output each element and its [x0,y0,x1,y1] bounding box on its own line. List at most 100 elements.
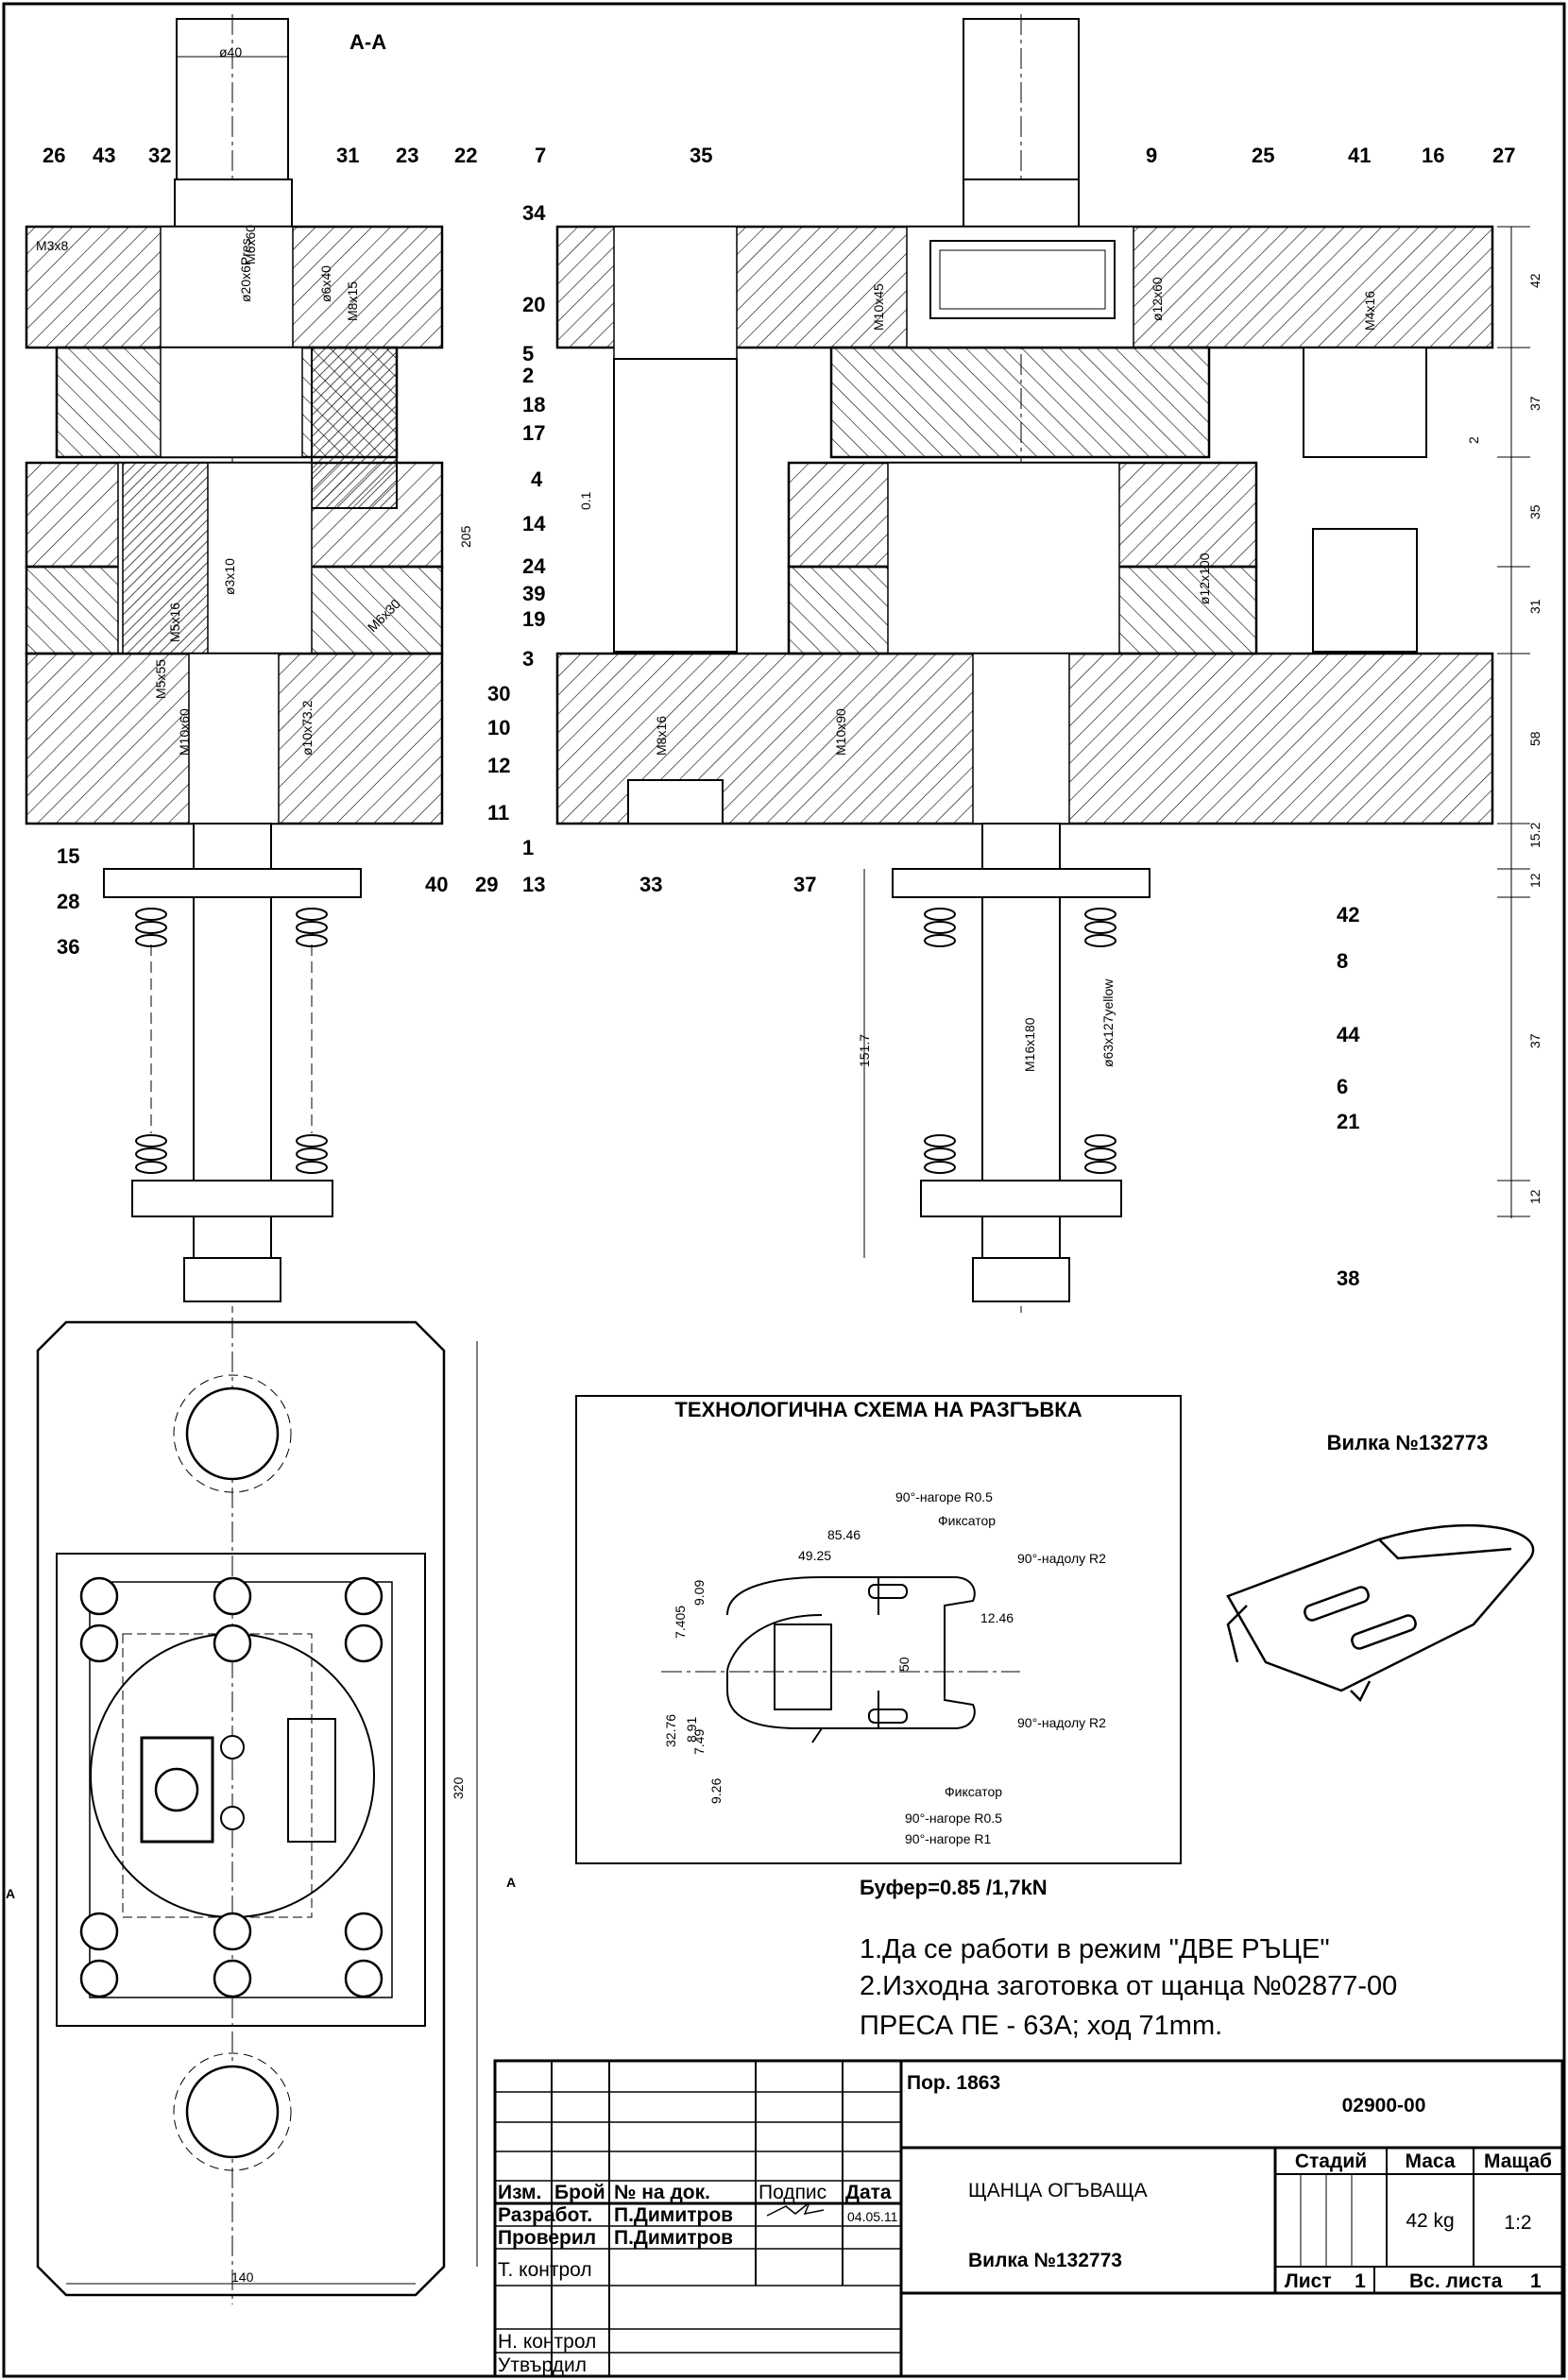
position-label-35: 35 [690,144,712,167]
section-mark-left: A [6,1886,15,1901]
position-label-17: 17 [522,421,545,445]
dimension-text: ø40 [219,44,242,60]
dimension-text: 35 [1527,504,1542,519]
position-label-29: 29 [475,873,498,896]
dimension-text: 37 [1527,1033,1542,1048]
dimension-text: M10x45 [871,283,886,331]
dimension-text: M10x60 [177,708,192,756]
scheme-label: 8.91 [684,1717,699,1742]
part-title: Вилка №132773 [1327,1431,1489,1454]
position-label-10: 10 [487,716,510,740]
tb-r-razrab: Разработ. [498,2204,592,2226]
dimension-text: ø10x73.2 [299,700,315,756]
dimension-text: 151.7 [857,1034,872,1067]
scheme-label: 9.26 [708,1778,724,1804]
position-label-6: 6 [1337,1075,1348,1098]
dimension-text: M4x16 [1362,291,1377,331]
position-label-24: 24 [522,554,546,578]
note-3: ПРЕСА ПЕ - 63А; ход 71mm. [860,2011,1222,2041]
scheme-label: 50 [896,1657,912,1672]
scheme-label: 32.76 [663,1714,678,1747]
dimension-text: M10x90 [833,708,848,756]
position-label-40: 40 [425,873,448,896]
position-label-4: 4 [531,468,543,491]
tb-h-nadok: № на док. [614,2182,710,2203]
position-label-33: 33 [639,873,662,896]
section-mark-right: A [506,1875,516,1890]
scheme-outline [661,1576,1020,1743]
position-label-36: 36 [57,935,79,959]
tb-h-mass: Маса [1405,2150,1455,2172]
position-label-1: 1 [522,836,534,859]
section-label: A-A [349,30,386,54]
position-label-20: 20 [522,293,545,316]
tb-h-podpis: Подпис [758,2182,827,2203]
position-label-42: 42 [1337,903,1359,926]
position-label-27: 27 [1492,144,1515,167]
scheme-label: 85.46 [827,1527,861,1542]
dimension-text: M5x16 [167,603,182,642]
scheme-label: 90°-нагоре R0.5 [905,1810,1002,1826]
tb-r-tkontrol: Т. контрол [498,2259,592,2281]
dimension-text: 58 [1527,731,1542,746]
tb-name2: Вилка №132773 [968,2250,1122,2271]
dimension-text: ø3x10 [222,558,237,595]
dimension-text: 42 [1527,273,1542,288]
tb-mass: 42 kg [1406,2210,1454,2232]
position-label-22: 22 [454,144,477,167]
scheme-label: 12.46 [980,1610,1014,1625]
part-isometric-view [1226,1523,1535,1703]
position-label-7: 7 [535,144,546,167]
dimension-text: M8x15 [345,281,360,321]
dimension-text: 15.2 [1527,823,1542,848]
position-label-16: 16 [1422,144,1444,167]
tb-por: Пор. 1863 [907,2072,1000,2094]
section-a-a-view [25,14,444,1313]
position-label-41: 41 [1348,144,1371,167]
dimension-text: 12 [1527,1189,1542,1204]
scheme-label: 90°-надолу R2 [1017,1715,1106,1730]
position-label-38: 38 [1337,1266,1359,1290]
tb-r-utvardil: Утвърдил [498,2354,587,2376]
dimension-text: 12 [1527,873,1542,888]
front-view [555,14,1530,1313]
dimension-text: 37 [1527,396,1542,411]
tb-h-scale: Мащаб [1484,2150,1552,2172]
plan-view [36,1318,478,2304]
tb-name1: ЩАНЦА ОГЪВАЩА [968,2180,1148,2202]
position-label-23: 23 [396,144,418,167]
scheme-label: 90°-нагоре R0.5 [895,1489,993,1504]
tb-date: 04.05.11 [847,2209,898,2224]
tb-sheet-label: Лист [1285,2270,1332,2292]
position-label-31: 31 [336,144,359,167]
scheme-label: Фиксатор [945,1784,1002,1799]
scheme-label: Фиксатор [938,1513,996,1528]
position-label-39: 39 [522,582,545,605]
dimension-text: M5x55 [153,659,168,699]
tb-sheets-label: Вс. листа [1409,2270,1503,2292]
dimension-text: 0.1 [578,491,593,510]
dimension-text: ø12x60 [1150,277,1165,321]
title-block [493,2059,1564,2378]
tb-r-proveril: Проверил [498,2227,596,2249]
position-label-43: 43 [93,144,115,167]
nameplate [929,240,1116,319]
dimension-text: ø20x6Pres [238,238,253,302]
scheme-label: 90°-нагоре R1 [905,1831,992,1846]
tb-scale: 1:2 [1504,2212,1531,2234]
position-label-11: 11 [487,801,509,824]
position-label-28: 28 [57,890,79,913]
scheme-label: 7.405 [673,1606,688,1639]
dimension-text: ø63x127yellow [1100,978,1116,1067]
dimension-text: M8x16 [654,716,669,756]
position-label-2: 2 [522,364,534,387]
position-label-13: 13 [522,873,545,896]
dimension-text: 140 [231,2270,254,2285]
tb-person2: П.Димитров [614,2227,733,2249]
signature [766,2202,825,2217]
tb-person1: П.Димитров [614,2204,733,2226]
tb-r-nkontrol: Н. контрол [498,2331,596,2353]
position-label-5: 5 [522,342,534,366]
